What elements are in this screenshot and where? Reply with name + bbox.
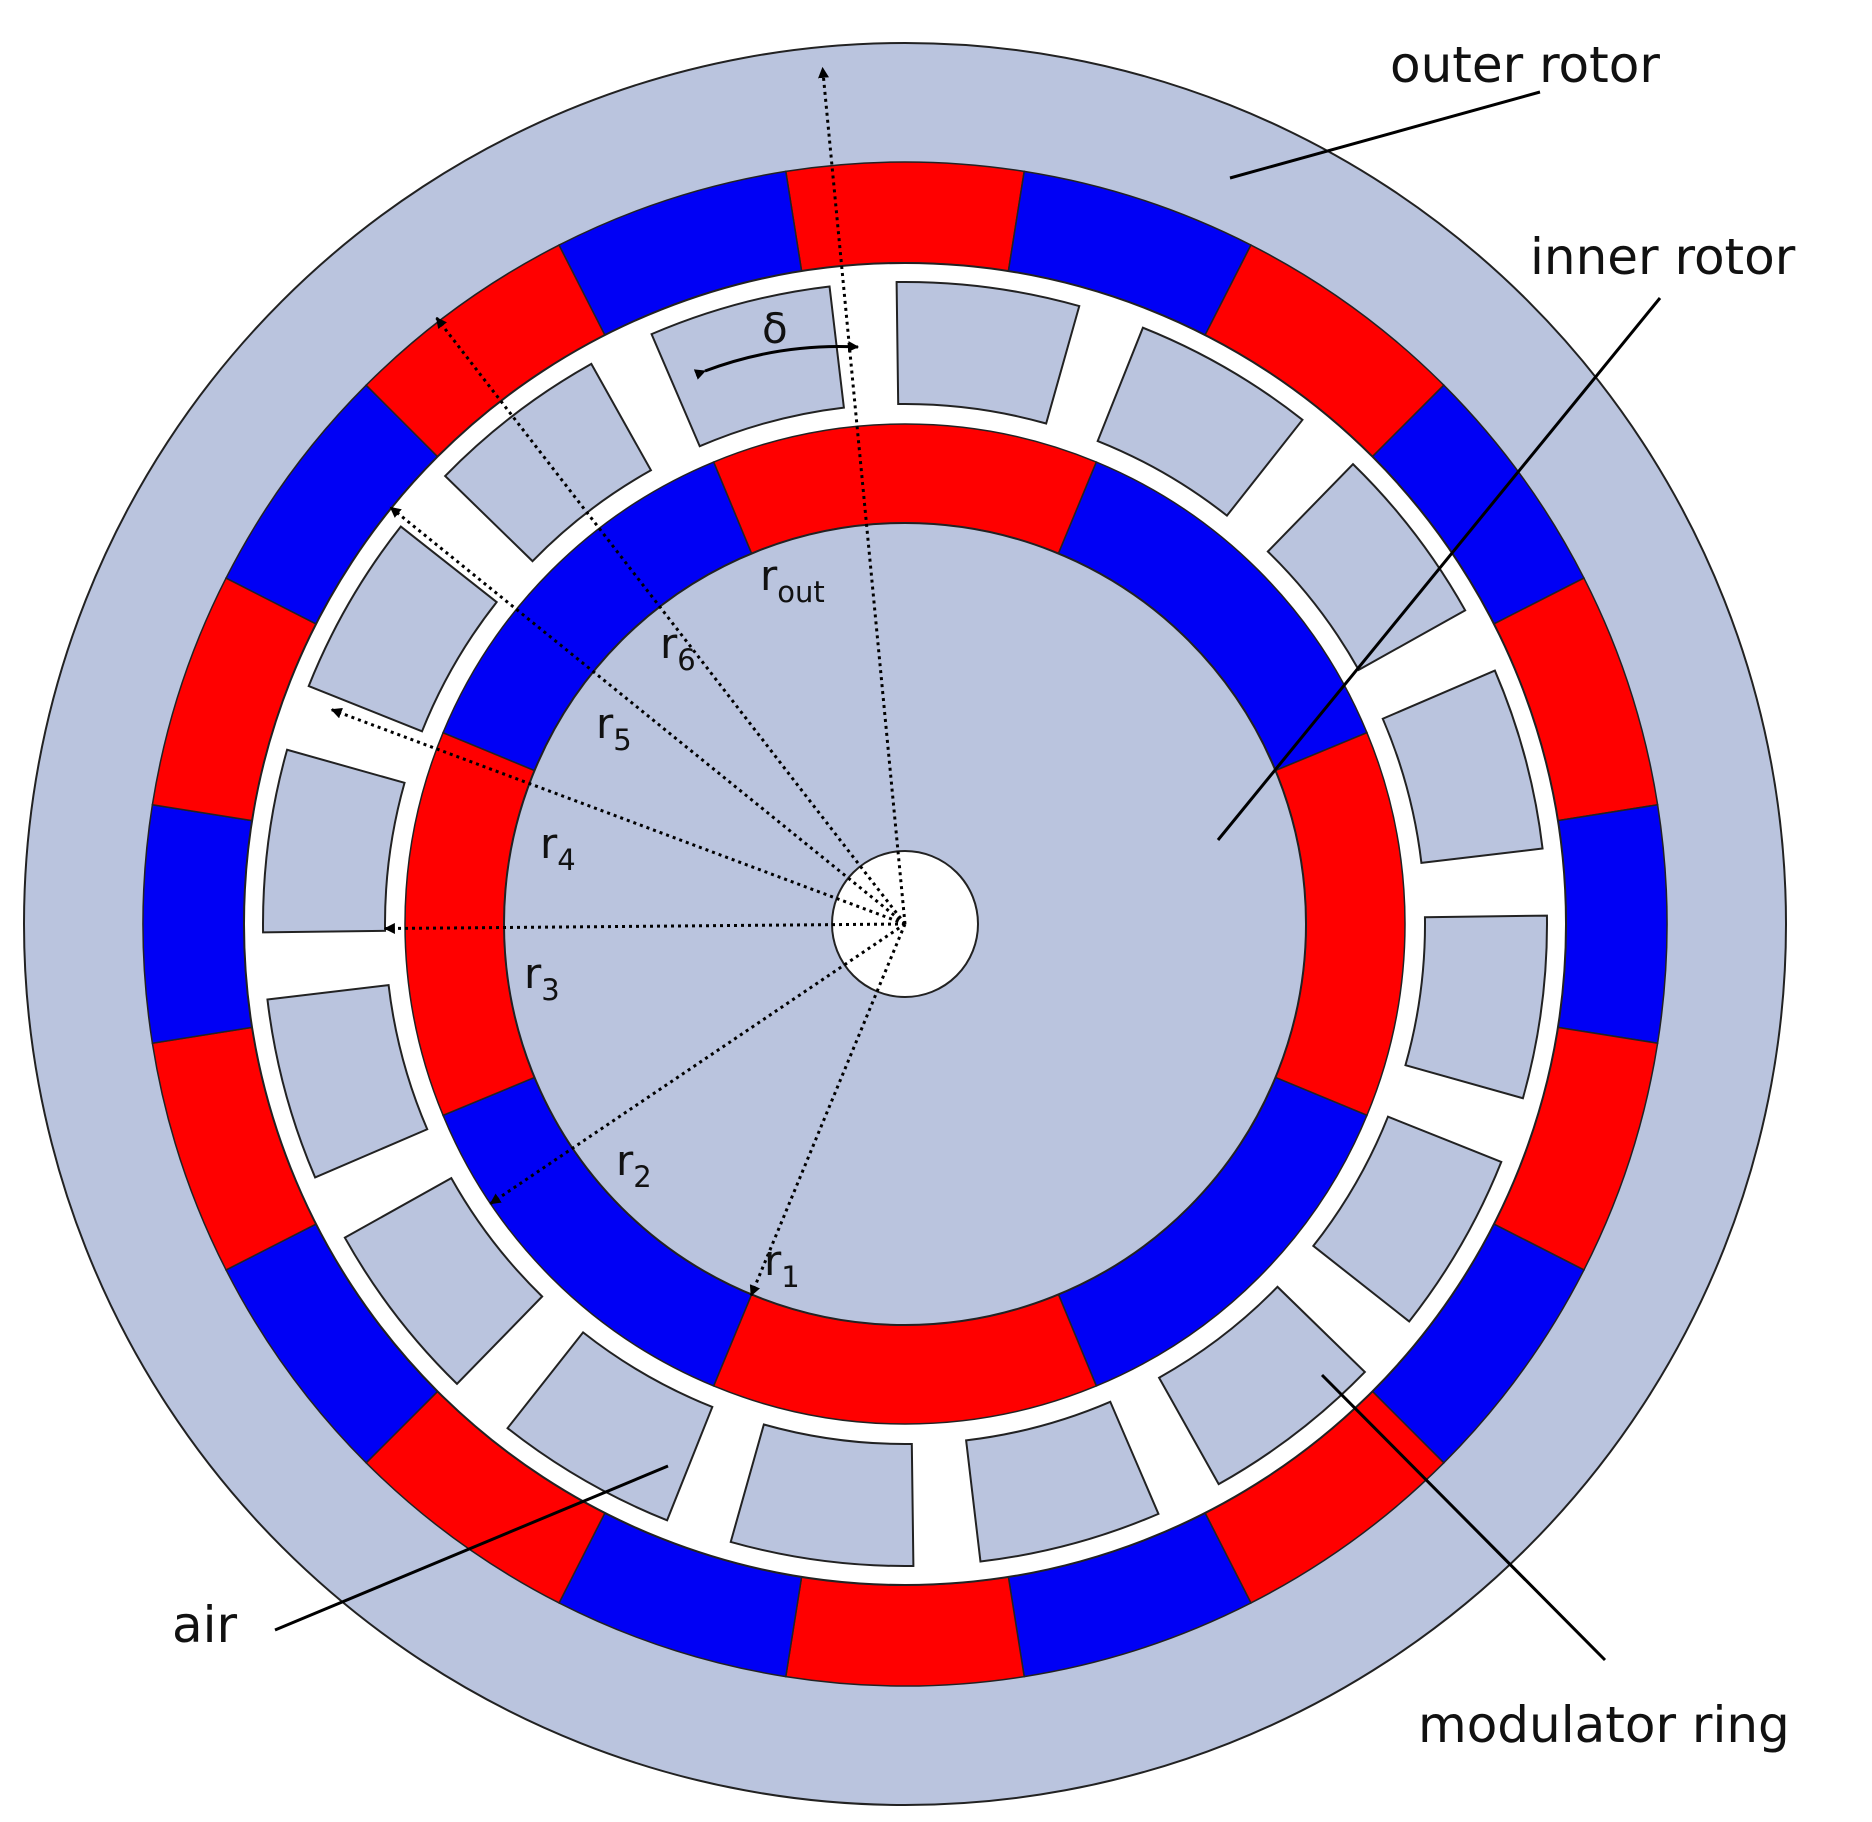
- radius-arrow-rout: [818, 66, 907, 925]
- radius-dimension-arrows: [330, 66, 907, 1297]
- outer-magnet-south: [142, 803, 253, 1045]
- air-label: air: [172, 1596, 238, 1654]
- outer-rotor-leader: [1229, 90, 1541, 180]
- outer-rotor-magnets: [142, 161, 1668, 1687]
- radius-label-r5: r5: [596, 699, 632, 757]
- modulator-segment: [729, 1423, 915, 1567]
- air-leader: [274, 1464, 669, 1632]
- delta-arc-arrow: [693, 341, 860, 380]
- modulator-segment: [1404, 914, 1548, 1100]
- modulator-segment: [266, 984, 429, 1179]
- modulator-segment: [307, 525, 499, 733]
- radius-labels: rout r6 r5 r4 r3 r2 r1: [524, 551, 825, 1294]
- radius-label-r4: r4: [540, 819, 576, 877]
- modulator-ring-label: modulator ring: [1418, 1696, 1790, 1754]
- radius-label-r2: r2: [616, 1136, 652, 1194]
- modulator-segment: [965, 1400, 1160, 1563]
- outer-magnet-north: [784, 161, 1026, 272]
- radius-label-r6: r6: [660, 619, 696, 677]
- outer-rotor-label: outer rotor: [1390, 36, 1660, 94]
- radius-label-r1: r1: [764, 1236, 800, 1294]
- modulator-segment: [1096, 326, 1304, 518]
- inner-rotor-label: inner rotor: [1530, 228, 1796, 286]
- modulator-segment: [506, 1330, 714, 1522]
- component-callouts: outer rotor inner rotor air modulator ri…: [172, 36, 1796, 1754]
- modulator-segment: [1381, 669, 1544, 864]
- modulator-segment: [343, 1176, 544, 1386]
- modulator-segment: [262, 748, 406, 934]
- outer-magnet-south: [1557, 803, 1668, 1045]
- modulator-segment: [895, 281, 1081, 425]
- delta-dimension: δ: [693, 304, 860, 380]
- modulator-segment: [1266, 462, 1467, 672]
- inner-rotor-magnets: [404, 423, 1406, 1425]
- inner-rotor-leader: [1216, 297, 1662, 841]
- radius-label-rout: rout: [760, 551, 825, 609]
- radius-label-r3: r3: [524, 949, 560, 1007]
- modulator-segment: [1311, 1115, 1503, 1323]
- delta-label: δ: [762, 304, 788, 353]
- outer-magnet-north: [784, 1576, 1026, 1687]
- modulator-segment: [1157, 1285, 1367, 1486]
- radius-arrow-r3: [383, 922, 906, 934]
- radius-arrow-r5: [389, 506, 906, 926]
- radius-arrow-r6: [435, 317, 907, 925]
- modulator-ring-leader: [1320, 1373, 1607, 1662]
